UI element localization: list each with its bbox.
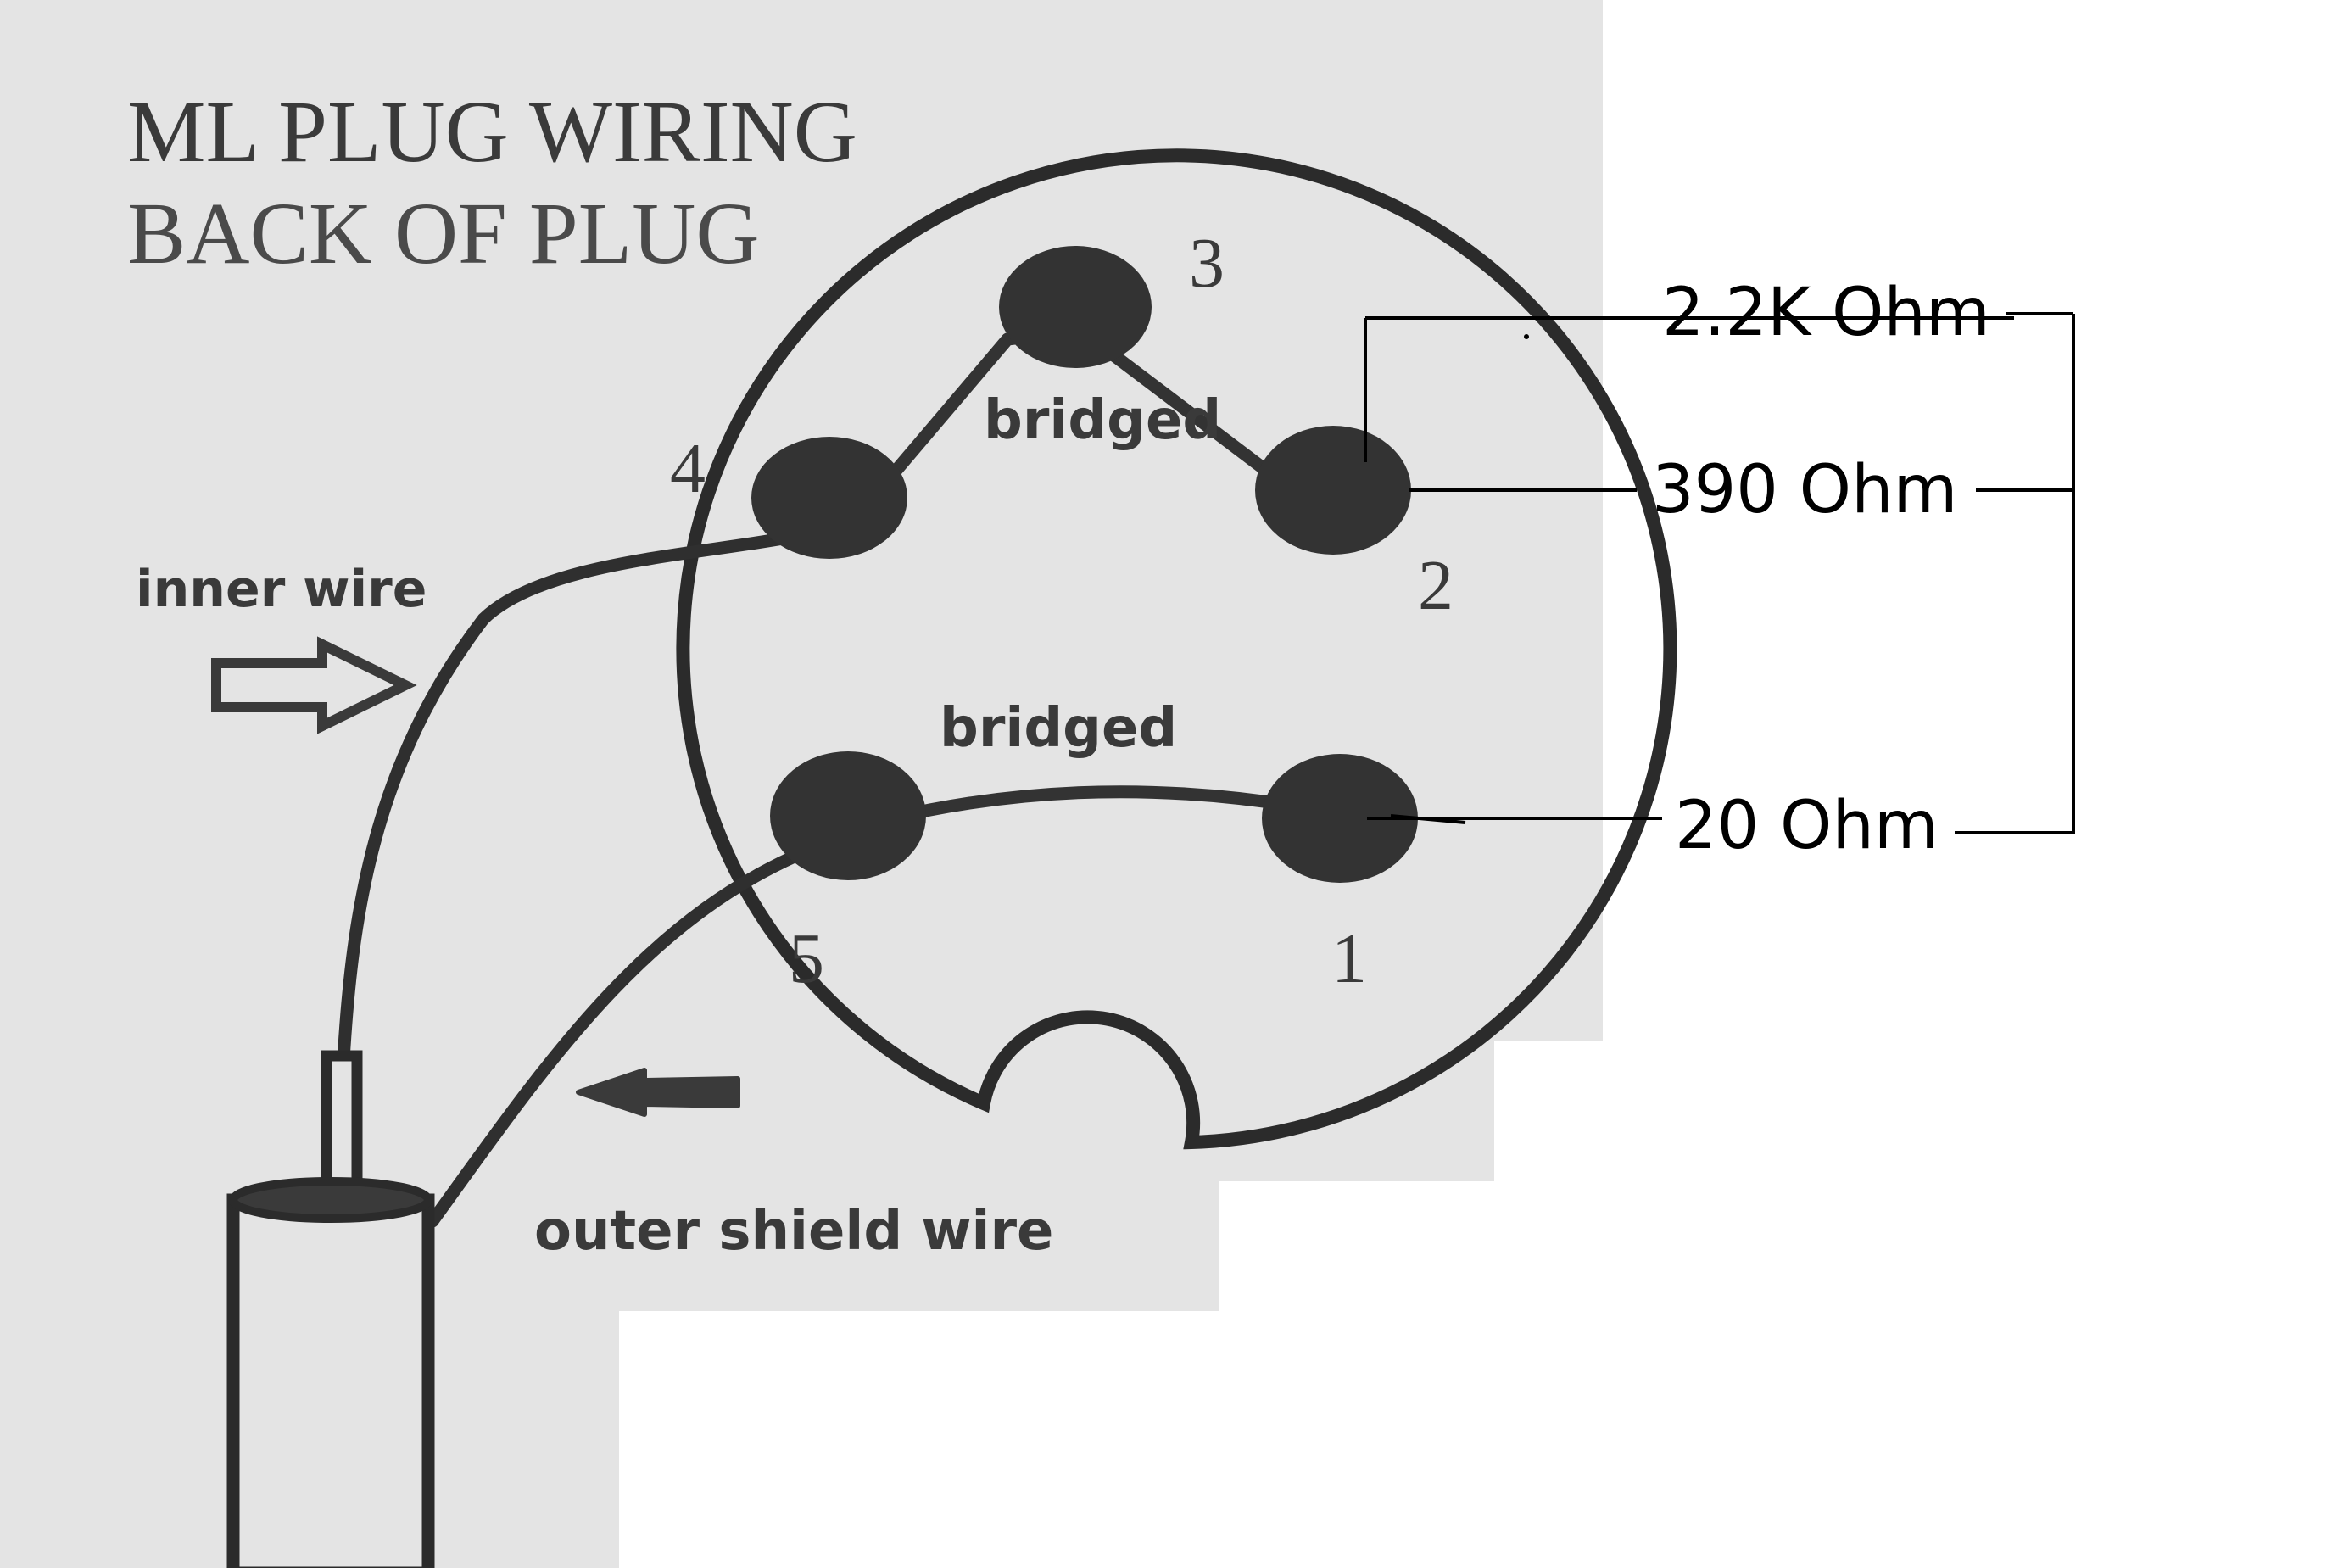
bridge-label-upper: bridged bbox=[984, 389, 1221, 452]
inner-wire-label: inner wire bbox=[136, 560, 427, 619]
resistance-label-2k2: 2.2K Ohm bbox=[1662, 275, 1990, 351]
plug-outline bbox=[676, 148, 1677, 1150]
outer-shield-wire bbox=[426, 841, 821, 1228]
bridge-label-lower: bridged bbox=[940, 697, 1177, 760]
pin-number-3: 3 bbox=[1189, 224, 1225, 303]
pin-1 bbox=[1262, 754, 1418, 883]
pin-number-5: 5 bbox=[789, 919, 824, 998]
pin-4 bbox=[751, 437, 907, 559]
inner-wire bbox=[337, 529, 804, 1067]
pin-number-4: 4 bbox=[670, 429, 706, 508]
inner-wire-arrow bbox=[211, 636, 417, 734]
cable-jacket bbox=[226, 1193, 435, 1568]
scan-speck bbox=[1524, 334, 1529, 339]
resistance-label-20: 20 Ohm bbox=[1675, 788, 1939, 864]
pin-3 bbox=[999, 246, 1152, 368]
outer-wire-arrow-shape bbox=[576, 1068, 740, 1117]
outer-wire-label: outer shield wire bbox=[534, 1200, 1053, 1263]
leader-20-tick bbox=[1390, 814, 1466, 824]
pin-2 bbox=[1255, 426, 1411, 555]
cable-inner-conductor bbox=[321, 1050, 363, 1197]
title-line-2: BACK OF PLUG bbox=[127, 185, 759, 282]
pin-number-1: 1 bbox=[1331, 919, 1367, 998]
cable-end-top bbox=[229, 1177, 432, 1223]
resistance-label-390: 390 Ohm bbox=[1652, 452, 1957, 528]
pin-number-2: 2 bbox=[1418, 546, 1454, 625]
title-line-1: ML PLUG WIRING bbox=[127, 83, 857, 181]
pin-5 bbox=[770, 751, 926, 880]
